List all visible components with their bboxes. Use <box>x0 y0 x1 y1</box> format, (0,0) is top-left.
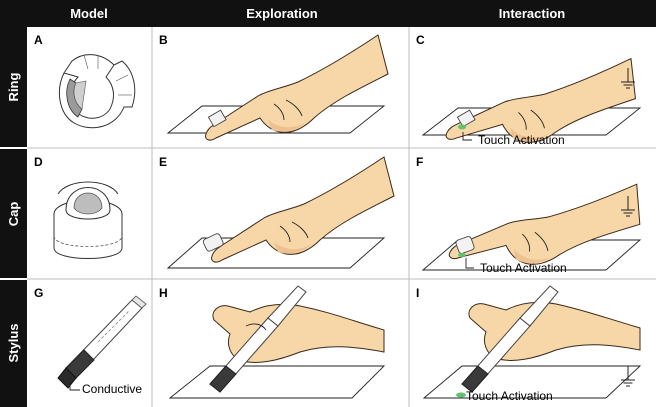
stylus-model-illustration <box>58 296 146 390</box>
panel-label-d: D <box>34 155 43 169</box>
panel-label-h: H <box>159 286 168 300</box>
activation-dot-cap <box>458 253 466 257</box>
panel-label-b: B <box>159 33 168 47</box>
conductive-label: Conductive <box>82 382 142 396</box>
activation-dot-stylus <box>456 393 466 398</box>
touch-activation-label-f: Touch Activation <box>480 261 567 275</box>
activation-dot <box>458 125 466 130</box>
row-header-stylus: Stylus <box>6 323 21 362</box>
panel-label-i: I <box>416 286 419 300</box>
column-header-interaction: Interaction <box>499 6 566 21</box>
panel-label-a: A <box>34 33 43 47</box>
column-header-exploration: Exploration <box>246 6 318 21</box>
stylus-interaction-illustration <box>424 286 640 398</box>
row-header-ring: Ring <box>6 73 21 102</box>
panel-label-e: E <box>159 155 167 169</box>
touch-activation-label-i: Touch Activation <box>466 389 553 403</box>
ring-exploration-illustration <box>168 35 388 140</box>
panel-label-f: F <box>416 155 423 169</box>
cap-model-illustration <box>54 182 122 259</box>
panel-label-g: G <box>34 286 43 300</box>
stylus-exploration-illustration <box>170 286 384 398</box>
touch-activation-label-c: Touch Activation <box>478 133 565 147</box>
ring-model-illustration <box>59 55 134 128</box>
cap-exploration-illustration <box>168 157 394 268</box>
panel-label-c: C <box>416 33 425 47</box>
column-header-model: Model <box>70 6 108 21</box>
row-header-cap: Cap <box>6 202 21 227</box>
